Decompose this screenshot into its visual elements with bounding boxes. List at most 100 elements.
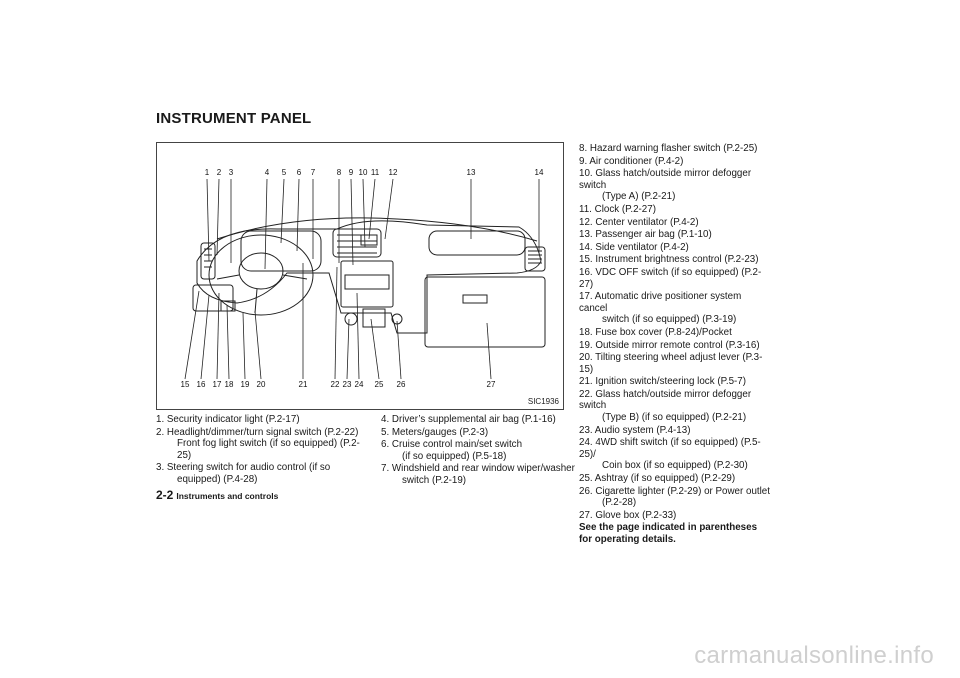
legend-item-text: 6. Cruise control main/set switch [381,439,523,451]
operating-details-note: See the page indicated in parentheses fo… [579,522,758,545]
legend-item: 19. Outside mirror remote control (P.3-1… [579,340,772,352]
legend-item-text: 24. 4WD shift switch (if so equipped) (P… [579,437,761,460]
leader-line [334,266,338,380]
legend-item-text: 8. Hazard warning flasher switch (P.2-25… [579,143,758,154]
leader-line [356,292,360,380]
callout-number-3: 3 [229,168,234,177]
legend-item: 1. Security indicator light (P.2-17) [156,414,371,426]
legend-item-text: 17. Automatic drive positioner system ca… [579,291,742,314]
side-ventilator [524,246,546,272]
leader-line [206,178,210,262]
callout-number-11: 11 [371,168,380,177]
leader-line [216,292,220,380]
center-ventilator [332,228,382,258]
callout-number-15: 15 [181,380,190,389]
leader-line [280,178,285,244]
leader-line [346,318,350,380]
callout-number-20: 20 [257,380,266,389]
legend-item-text: 21. Ignition switch/steering lock (P.5-7… [579,376,746,388]
legend-item-text: 1. Security indicator light (P.2-17) [156,414,300,425]
leader-line [370,318,380,380]
legend-item: 22. Glass hatch/outside mirror defogger … [579,389,772,424]
callout-number-6: 6 [297,168,302,177]
callout-number-14: 14 [535,168,544,177]
legend-item-continuation: Coin box (if so equipped) (P.2-30) [602,460,748,472]
meter-cluster [240,230,322,272]
legend-item-text: 5. Meters/gauges (P.2-3) [381,426,489,438]
legend-item-text: 14. Side ventilator (P.4-2) [579,241,689,253]
left-ventilator [200,242,216,280]
legend-item: 23. Audio system (P.4-13) [579,425,772,437]
glove-box [424,276,546,348]
callout-number-25: 25 [375,380,384,389]
callout-number-17: 17 [213,380,222,389]
callout-number-2: 2 [217,168,222,177]
callout-number-27: 27 [487,380,496,389]
center-stack [340,260,394,308]
legend-item-continuation: switch (if so equipped) (P.3-19) [602,314,737,326]
legend-item: 3. Steering switch for audio control (if… [156,462,371,485]
callout-number-23: 23 [343,380,352,389]
legend-item-text: 27. Glove box (P.2-33) [579,509,677,521]
callout-number-4: 4 [265,168,270,177]
callout-number-19: 19 [241,380,250,389]
legend-item: 26. Cigarette lighter (P.2-29) or Power … [579,486,772,509]
leader-line [242,312,246,380]
legend-item-text: 16. VDC OFF switch (if so equipped) (P.2… [579,266,762,290]
legend-item-text: 3. Steering switch for audio control (if… [156,462,331,474]
leader-line [368,178,376,240]
legend-item-text: 9. Air conditioner (P.4-2) [579,155,684,167]
leader-line [226,304,230,380]
legend-item-text: 15. Instrument brightness control (P.2-2… [579,254,759,266]
leader-line [384,178,394,240]
callout-number-24: 24 [355,380,364,389]
callout-number-22: 22 [331,380,340,389]
callout-number-7: 7 [311,168,316,177]
leader-line [296,178,300,252]
legend-item: 11. Clock (P.2-27) [579,204,772,216]
legend-item-text: 19. Outside mirror remote control (P.3-1… [579,339,760,351]
legend-item: 10. Glass hatch/outside mirror defogger … [579,168,772,203]
fuse-box-cover [220,300,236,312]
dashboard-outline [196,220,542,334]
legend-item: 12. Center ventilator (P.4-2) [579,217,772,229]
leader-line [216,178,220,256]
legend-item-continuation: Front fog light switch (if so equipped) … [177,438,360,461]
page-number: 2-2 [156,488,174,502]
legend-item-text: 18. Fuse box cover (P.8-24)/Pocket [579,326,732,338]
legend-item: 14. Side ventilator (P.4-2) [579,242,772,254]
legend-item: 15. Instrument brightness control (P.2-2… [579,254,772,266]
legend-item-continuation: (if so equipped) (P.5-18) [402,450,507,462]
leader-line [350,178,354,266]
callout-number-10: 10 [359,168,368,177]
legend-item-text: 20. Tilting steering wheel adjust lever … [579,352,763,375]
leader-line [184,290,200,380]
legend-item: 27. Glove box (P.2-33) [579,510,772,522]
legend-item-text: 12. Center ventilator (P.4-2) [579,216,699,228]
callout-number-21: 21 [299,380,308,389]
legend-item-text: 11. Clock (P.2-27) [579,203,656,215]
leader-line [264,178,268,270]
legend-item: 18. Fuse box cover (P.8-24)/Pocket [579,327,772,339]
legend-item-text: 7. Windshield and rear window wiper/wash… [381,463,575,475]
legend-item: 16. VDC OFF switch (if so equipped) (P.2… [579,267,772,290]
legend-column-1: 1. Security indicator light (P.2-17) 2. H… [156,414,371,487]
legend-item-continuation: (P.2-28) [602,497,637,509]
audio-system [344,274,390,290]
legend-item-text: 26. Cigarette lighter (P.2-29) or Power … [579,485,770,497]
legend-item: 5. Meters/gauges (P.2-3) [381,427,577,439]
legend-column-2: 4. Driver’s supplemental air bag (P.1-16… [381,414,577,488]
legend-item-continuation: (Type A) (P.2-21) [602,191,676,203]
ashtray [362,308,386,328]
legend-item: 6. Cruise control main/set switch(if so … [381,439,577,462]
legend-item: 4. Driver’s supplemental air bag (P.1-16… [381,414,577,426]
page-heading: INSTRUMENT PANEL [156,110,312,127]
legend-item: 2. Headlight/dimmer/turn signal switch (… [156,427,371,462]
legend-item-continuation: (Type B) (if so equipped) (P.2-21) [602,412,747,424]
legend-item-text: 25. Ashtray (if so equipped) (P.2-29) [579,473,736,485]
shift-switch [344,312,358,326]
legend-item-continuation: equipped) (P.4-28) [177,473,258,485]
callout-number-18: 18 [225,380,234,389]
